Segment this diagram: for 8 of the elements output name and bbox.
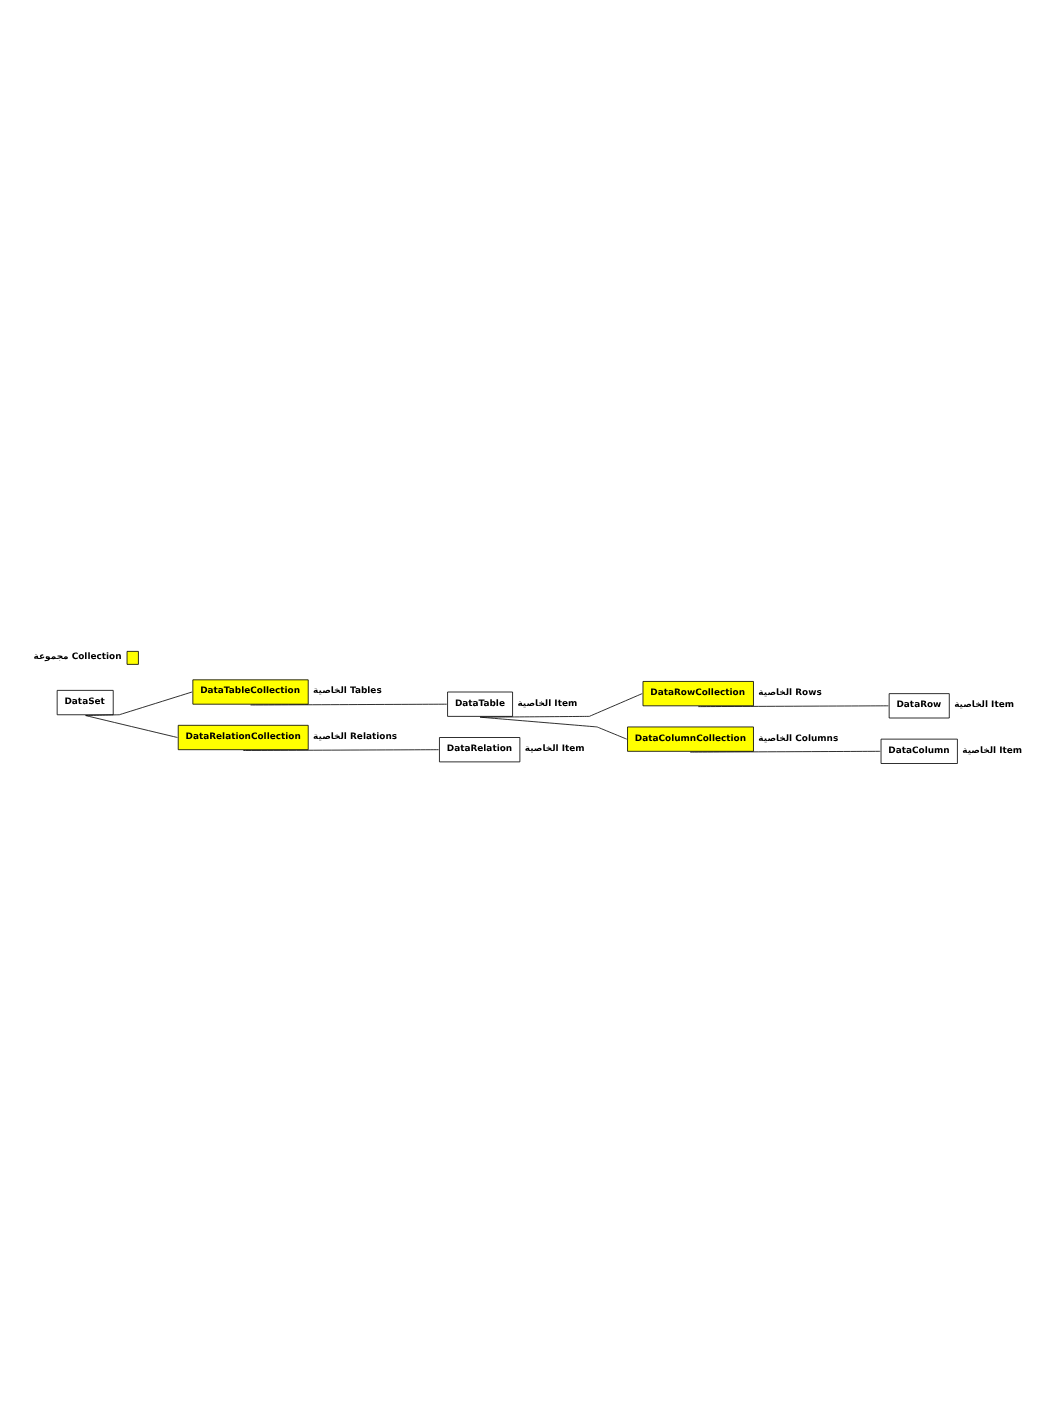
connector xyxy=(697,704,889,707)
connector xyxy=(689,749,881,752)
connector xyxy=(85,714,178,737)
connector xyxy=(250,702,448,705)
connector xyxy=(479,715,628,739)
connector xyxy=(85,690,193,715)
connector xyxy=(479,692,643,717)
connector xyxy=(242,748,440,750)
